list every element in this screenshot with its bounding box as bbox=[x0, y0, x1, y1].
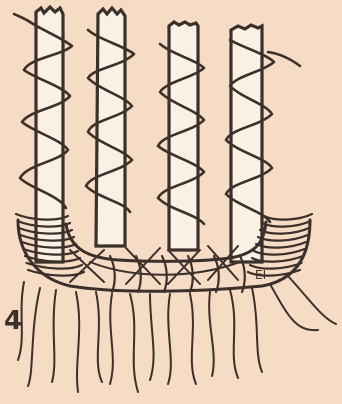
loose-thread-top-left bbox=[14, 14, 30, 22]
hanging-thread bbox=[252, 288, 262, 372]
cross-lashing-2 bbox=[126, 248, 160, 284]
hanging-thread bbox=[28, 288, 40, 386]
coil-right bbox=[260, 228, 309, 234]
hanging-thread bbox=[76, 292, 79, 392]
hanging-thread bbox=[230, 290, 238, 378]
cross-lashings bbox=[70, 246, 240, 284]
hanging-thread bbox=[130, 294, 138, 392]
hanging-thread bbox=[110, 294, 113, 384]
artist-signature: EI bbox=[255, 268, 266, 282]
pole-2 bbox=[96, 8, 125, 246]
hanging-thread bbox=[168, 294, 171, 384]
coil-middle bbox=[214, 256, 219, 292]
hanging-thread bbox=[209, 292, 214, 376]
figure-number: 4 bbox=[4, 306, 22, 336]
pole-4 bbox=[231, 25, 262, 262]
hanging-thread bbox=[96, 292, 102, 382]
coil-left bbox=[28, 270, 84, 276]
pole-1 bbox=[36, 7, 63, 262]
cross-lashing-3 bbox=[168, 250, 200, 284]
hanging-thread bbox=[190, 294, 196, 384]
hanging-thread bbox=[52, 290, 56, 382]
hanging-thread bbox=[270, 284, 318, 330]
coil-right bbox=[258, 235, 308, 241]
coil-right bbox=[264, 214, 312, 220]
coil-middle bbox=[110, 256, 115, 292]
hanging-thread bbox=[150, 294, 154, 380]
hanging-thread bbox=[288, 276, 336, 324]
hanging-threads bbox=[18, 276, 336, 392]
